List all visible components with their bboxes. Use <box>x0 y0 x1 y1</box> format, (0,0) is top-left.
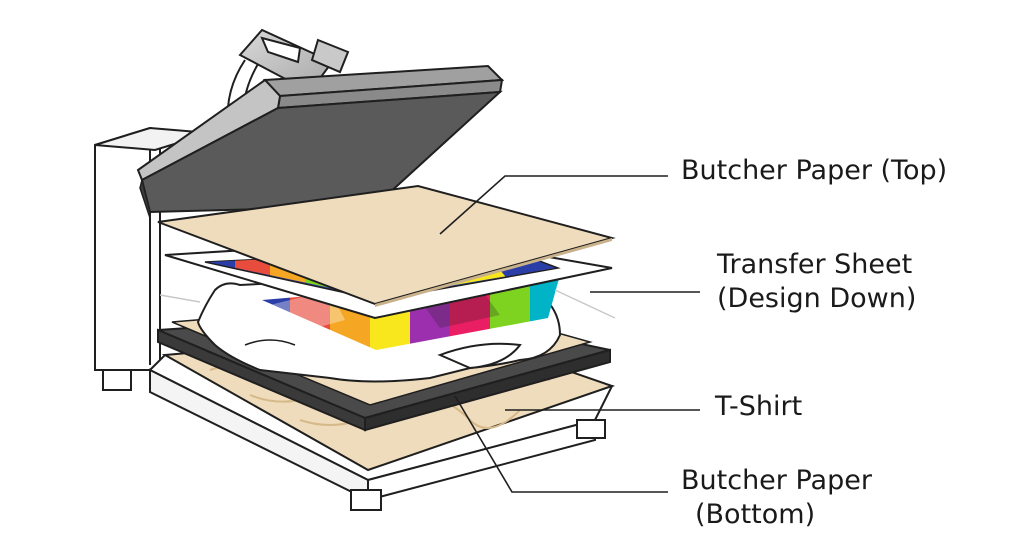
label-butcher-paper-top: Butcher Paper (Top) <box>681 154 947 188</box>
upper-heat-platen <box>136 64 505 219</box>
leader-butcher-paper-top <box>439 175 668 235</box>
label-transfer-sheet: Transfer Sheet (Design Down) <box>717 248 916 316</box>
label-text: T-Shirt <box>715 391 803 422</box>
top-butcher-paper <box>157 184 616 307</box>
guide-line-right <box>554 289 616 319</box>
label-t-shirt: T-Shirt <box>715 390 802 424</box>
leader-butcher-paper-bottom <box>454 395 668 493</box>
guide-line-left <box>159 294 201 303</box>
label-text-line1: Transfer Sheet <box>717 249 913 280</box>
label-butcher-paper-bottom: Butcher Paper (Bottom) <box>681 464 872 532</box>
callout-leaders <box>439 175 700 493</box>
label-text: Butcher Paper (Top) <box>681 155 948 186</box>
label-text-line1: Butcher Paper <box>681 465 872 496</box>
label-text-line2: (Design Down) <box>717 283 917 314</box>
label-text-line2: (Bottom) <box>695 499 816 530</box>
